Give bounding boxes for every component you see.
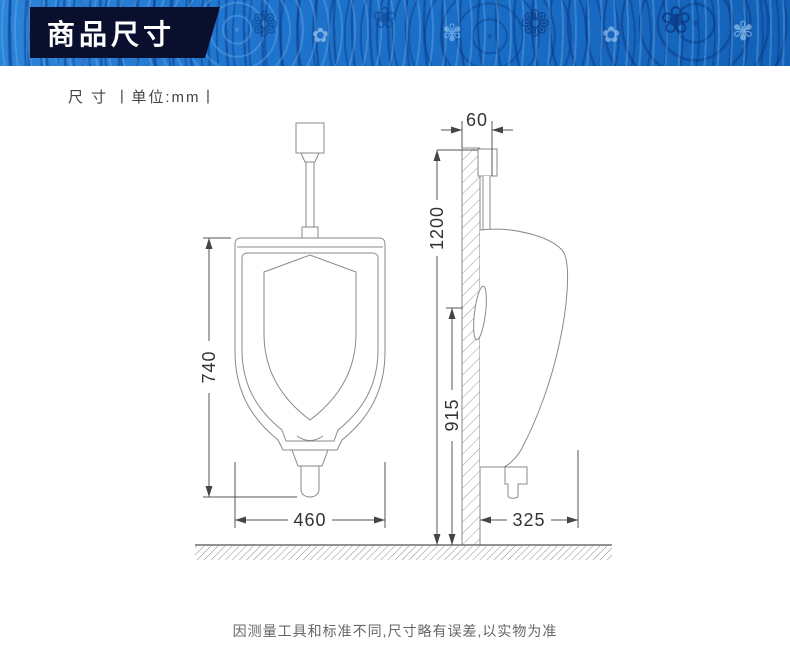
flower-icon: ❀ xyxy=(660,0,692,42)
dim-label-wall-offset: 60 xyxy=(466,110,488,130)
flower-icon: ❁ xyxy=(520,3,551,44)
dimension-mount-height: 915 xyxy=(442,307,463,545)
dimension-depth: 325 xyxy=(480,450,579,530)
dimension-wall-offset: 60 xyxy=(441,110,513,176)
dimension-total-height: 1200 xyxy=(427,149,478,545)
dim-label-front-height: 740 xyxy=(199,350,219,383)
dimension-front-height: 740 xyxy=(199,237,297,498)
dim-label-total-height: 1200 xyxy=(427,206,447,250)
urinal-front-view xyxy=(234,122,386,498)
flower-icon: ✾ xyxy=(732,16,754,46)
dimension-front-width: 460 xyxy=(234,462,386,530)
banner-title: 商品尺寸 xyxy=(47,18,176,50)
wall-section xyxy=(461,147,481,545)
dim-label-depth: 325 xyxy=(512,510,545,530)
flower-icon: ❀ xyxy=(372,2,398,35)
banner-title-box: 商品尺寸 xyxy=(30,7,220,58)
flower-icon: ✿ xyxy=(602,22,621,47)
banner: ❁ ✿ ❀ ✾ ❁ ✿ ❀ ✾ 商品尺寸 xyxy=(0,0,790,66)
urinal-side-view xyxy=(473,148,569,499)
disclaimer-note: 因测量工具和标准不同,尺寸略有误差,以实物为准 xyxy=(232,623,558,639)
unit-label: 尺 寸 丨单位:mm丨 xyxy=(68,89,218,106)
ground-line xyxy=(195,544,612,560)
flower-icon: ✿ xyxy=(312,25,329,47)
flower-icon: ❁ xyxy=(250,6,279,44)
dim-label-front-width: 460 xyxy=(293,510,326,530)
dim-label-mount-height: 915 xyxy=(442,398,462,431)
flower-icon: ✾ xyxy=(442,20,463,47)
